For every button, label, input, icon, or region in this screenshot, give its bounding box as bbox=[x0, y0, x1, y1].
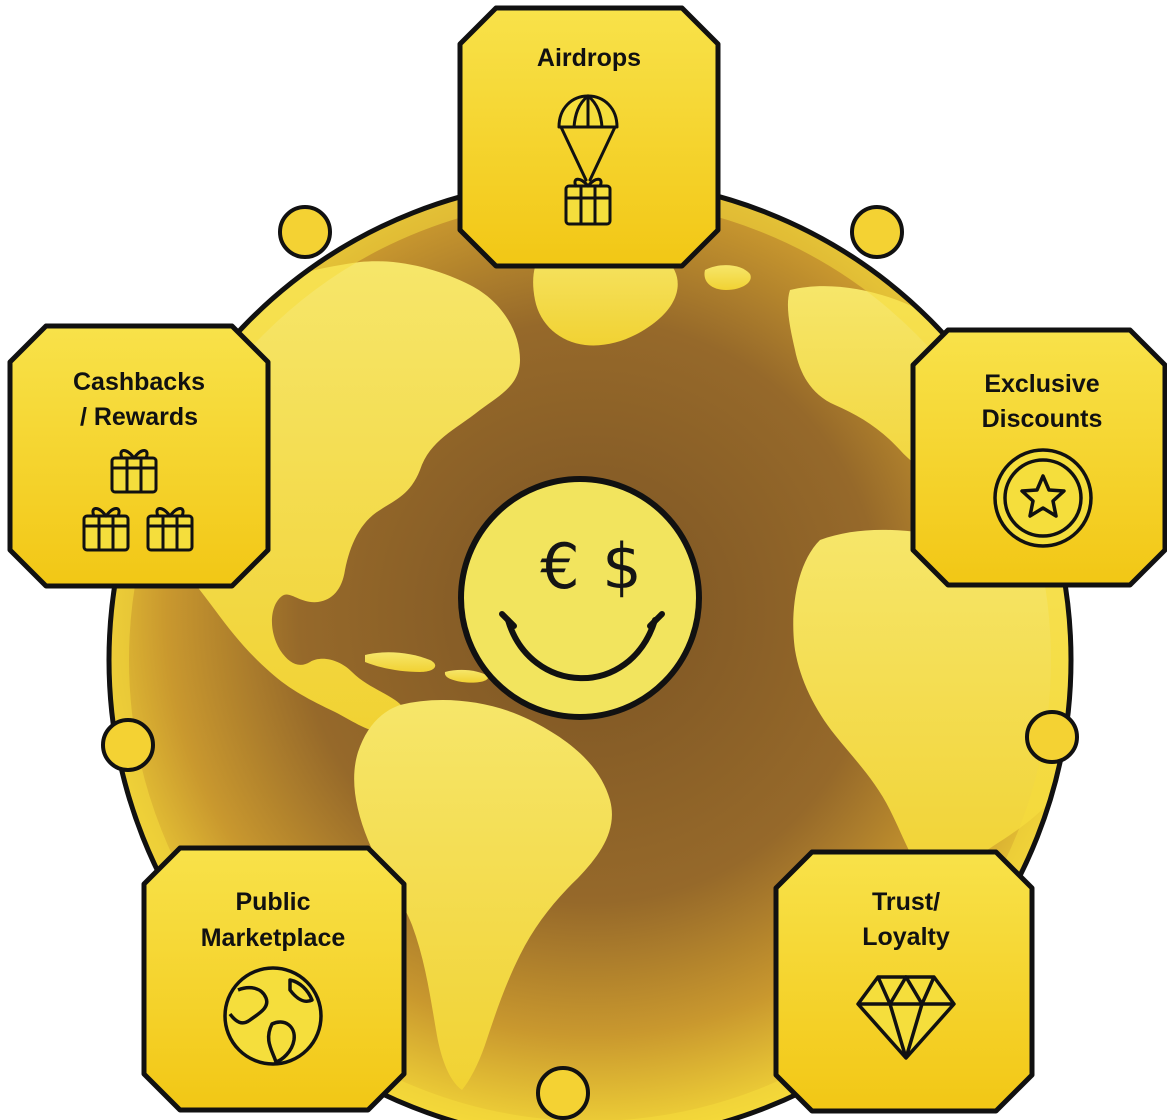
ring-dot bbox=[536, 1066, 590, 1120]
node-title-line-1: Exclusive bbox=[984, 370, 1099, 398]
iceland-land bbox=[704, 265, 751, 290]
gift-boxes-icon bbox=[82, 449, 194, 552]
ring-dot bbox=[1025, 710, 1079, 764]
node-title-line-2: Marketplace bbox=[201, 924, 346, 952]
star-coin-icon bbox=[993, 448, 1093, 548]
gift-icon bbox=[110, 449, 158, 494]
ring-dot bbox=[278, 205, 332, 259]
node-airdrops: Airdrops bbox=[457, 5, 721, 269]
diamond-icon bbox=[856, 975, 956, 1060]
center-smiley-icon: € $ bbox=[458, 476, 702, 720]
gift-icon bbox=[82, 507, 130, 552]
parachute-gift-icon bbox=[557, 94, 619, 226]
caribbean-land bbox=[365, 652, 436, 672]
south-america-land bbox=[354, 700, 612, 1090]
node-title-line-2: Discounts bbox=[982, 405, 1103, 433]
gift-icon bbox=[146, 507, 194, 552]
node-frame bbox=[457, 5, 721, 269]
dollar-symbol: $ bbox=[602, 530, 641, 603]
node-exclusive-discounts: Exclusive Discounts bbox=[910, 327, 1167, 588]
node-title-line-1: Public bbox=[235, 888, 310, 916]
ring-dot bbox=[101, 718, 155, 772]
ring-dot bbox=[850, 205, 904, 259]
ring-dots bbox=[101, 205, 1079, 1120]
node-title-line-1: Cashbacks bbox=[73, 368, 205, 396]
smile-dimple-left bbox=[499, 611, 517, 629]
node-trust-loyalty: Trust/ Loyalty bbox=[773, 849, 1035, 1114]
globe-icon bbox=[223, 966, 323, 1066]
smile-dimple-right bbox=[647, 611, 665, 629]
node-public-marketplace: Public Marketplace bbox=[141, 845, 407, 1113]
node-cashbacks-rewards: Cashbacks / Rewards bbox=[7, 323, 271, 589]
node-title-line-1: Trust/ bbox=[872, 888, 940, 916]
africa-land bbox=[793, 529, 1071, 890]
caribbean-land-2 bbox=[444, 669, 489, 683]
euro-symbol: € bbox=[540, 530, 579, 603]
node-title-line-2: / Rewards bbox=[80, 403, 198, 431]
node-title-line-2: Loyalty bbox=[862, 923, 950, 951]
node-frame bbox=[7, 323, 271, 589]
smiley-face bbox=[458, 476, 702, 720]
smile-mouth bbox=[505, 617, 658, 682]
node-title-line-1: Airdrops bbox=[537, 44, 641, 72]
